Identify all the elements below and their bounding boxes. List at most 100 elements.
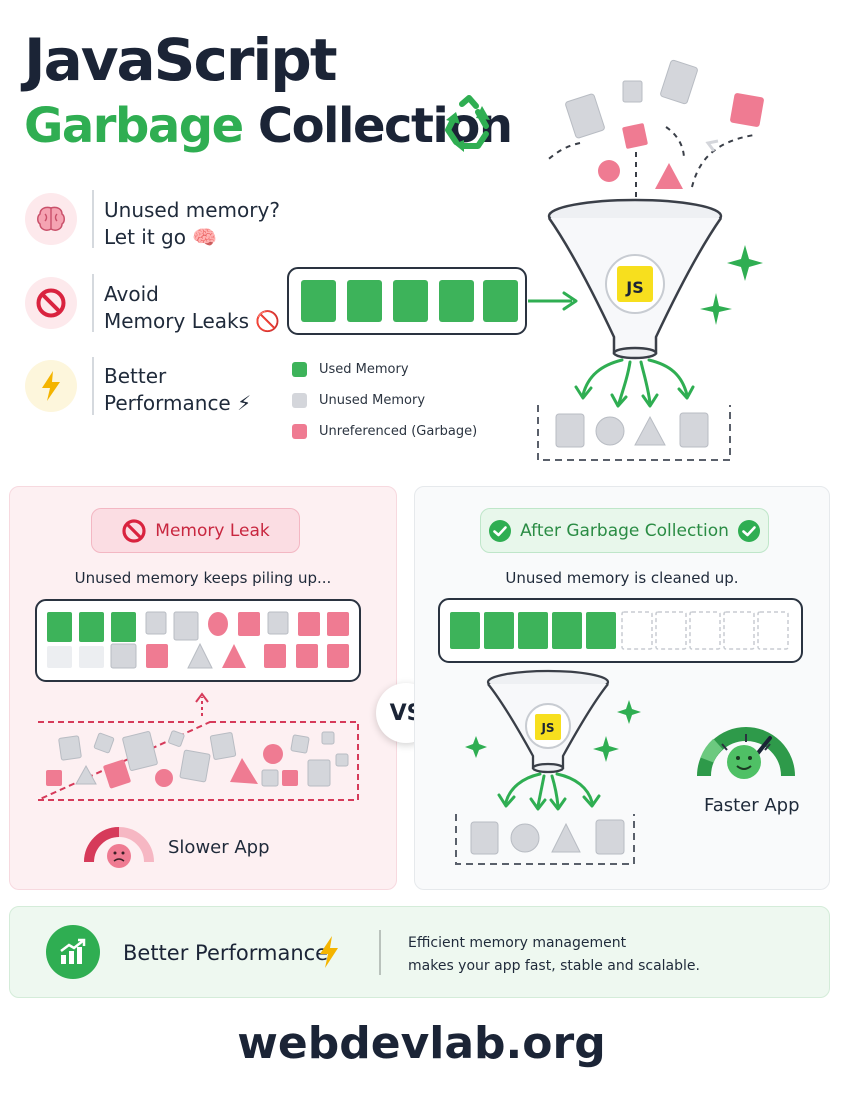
free-slot [723,611,755,650]
memory-leak-badge: Memory Leak [91,508,300,553]
garbage-block [146,644,168,668]
banner-divider [379,930,381,975]
used-memory-block [79,612,104,642]
footer-site: webdevlab.org [237,1018,606,1069]
ban-icon [122,518,146,543]
garbage-block [622,123,648,149]
used-memory-block [450,612,480,649]
sparkle-icon [465,736,487,758]
garbage-block [298,612,320,636]
gc-subtitle: Unused memory is cleaned up. [505,569,739,587]
used-memory-block [111,612,136,642]
sparkle-icon [727,245,763,281]
sparkle-icon [617,700,641,724]
legend: Used Memory Unused Memory Unreferenced (… [292,360,477,440]
legend-item-garbage: Unreferenced (Garbage) [292,422,477,440]
memory-leak-subtitle: Unused memory keeps piling up... [74,569,332,587]
garbage-circle [208,612,228,636]
funnel-spout [612,346,658,360]
unused-memory-block [622,80,643,103]
free-slot [655,611,687,650]
garbage-block [238,612,260,636]
used-memory-block [439,280,474,322]
used-memory-block [586,612,616,649]
trail [691,134,755,188]
chart-growth-icon [46,925,100,979]
used-memory-block [552,612,582,649]
unused-memory-block [110,643,137,669]
used-memory-block [518,612,548,649]
unused-triangle [187,642,213,669]
check-circle-icon [737,519,760,542]
recycle-icon [445,95,490,152]
unused-memory-block [267,611,289,635]
unused-memory-block [565,93,605,139]
used-memory-block [47,612,72,642]
banner-title: Better Performance [123,941,329,965]
feature-item-performance: Better Performance ⚡ [104,364,252,415]
gc-js-badge [535,714,561,740]
leak-illustration [35,599,361,801]
collected-triangle [634,415,666,446]
output-arrow [639,360,652,405]
title-line-1: JavaScript [24,26,338,94]
ban-icon [25,277,77,329]
legend-swatch [292,392,307,408]
js-badge [617,266,653,302]
js-badge-label: JS [625,278,643,297]
free-slot [621,611,653,650]
free-slot [689,611,721,650]
garbage-triangle [655,163,683,189]
check-circle-icon [489,519,512,542]
garbage-block [264,644,286,668]
output-arrow [647,358,689,397]
used-memory-block [483,280,518,322]
garbage-block [327,644,349,668]
collected-circle [595,416,625,446]
faster-app-label: Faster App [704,795,800,816]
used-memory-block [393,280,428,322]
funnel-illustration: JS [287,59,764,461]
used-memory-block [347,280,382,322]
used-memory-block [484,612,514,649]
gc-badge: After Garbage Collection [480,508,769,553]
unused-memory-block [145,611,167,635]
gc-illustration: JS [438,598,803,865]
legend-item-used: Used Memory [292,360,477,378]
trail-chevron [705,139,719,152]
garbage-block [327,612,349,636]
sparkle-icon [593,736,619,762]
fast-gauge-icon [697,727,795,779]
lightning-icon [25,360,77,412]
performance-banner [9,906,830,998]
feature-divider [92,274,94,332]
memory-leak-panel [9,486,397,890]
garbage-pile [37,721,359,801]
legend-swatch [292,361,307,377]
slow-gauge-icon [84,827,154,868]
lightning-icon [320,936,338,968]
feature-divider [92,190,94,248]
sparkle-icon [700,293,732,325]
trail [545,142,581,162]
garbage-triangle [222,644,246,668]
feature-item-leaks: Avoid Memory Leaks 🚫 [104,282,281,333]
banner-description: Efficient memory management makes your a… [408,935,700,974]
garbage-block [296,644,318,668]
feature-divider [92,357,94,415]
collection-bin [537,405,731,461]
garbage-block [730,93,764,127]
collected-block [555,413,585,448]
free-slot [757,611,789,650]
used-memory-block [301,280,336,322]
garbage-circle [598,160,620,182]
arrow-head [562,291,578,311]
gc-collection-bin [455,814,635,865]
legend-swatch [292,423,307,439]
unused-memory-block [173,611,199,641]
unused-memory-block [47,646,72,668]
unused-memory-block [79,646,104,668]
brain-icon [25,193,77,245]
slower-app-label: Slower App [168,837,270,858]
feature-item-unused: Unused memory? Let it go 🧠 [104,198,280,249]
